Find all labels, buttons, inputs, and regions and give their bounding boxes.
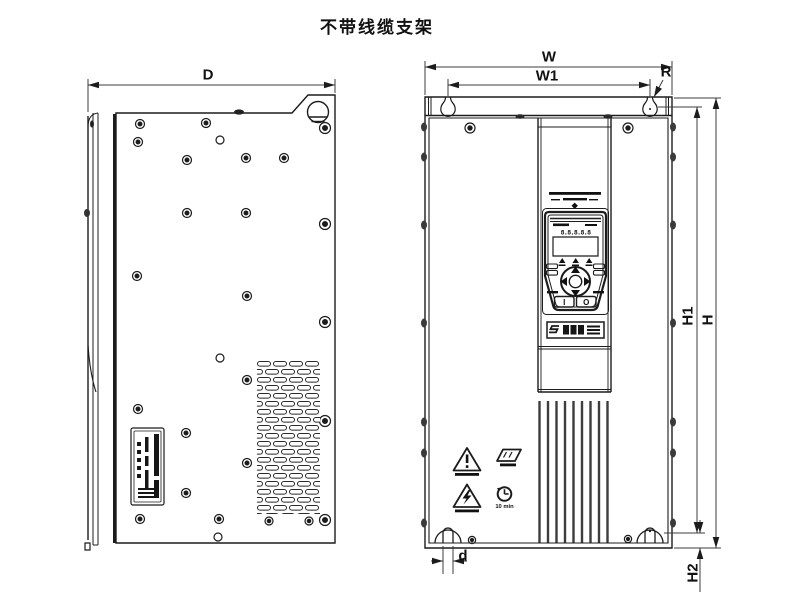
nav-up-icon xyxy=(571,266,580,273)
warning-general-icon xyxy=(454,448,481,476)
dim-D-line xyxy=(88,79,335,112)
side-view xyxy=(84,95,335,550)
bottom-slot-left xyxy=(435,530,461,543)
dim-W1-label: W1 xyxy=(535,67,559,85)
dim-d-line xyxy=(431,546,467,574)
top-edge-tab xyxy=(234,109,244,115)
front-face xyxy=(429,118,668,543)
electric-hazard-icon xyxy=(454,485,481,513)
lcd-screen xyxy=(553,237,598,256)
status-leds xyxy=(558,258,593,266)
nav-down-icon xyxy=(571,290,580,297)
wait-time-label: 10 min xyxy=(495,504,514,510)
edge-bumps xyxy=(421,122,676,528)
stop-button xyxy=(577,297,597,308)
nav-pad xyxy=(547,264,605,297)
keypad-display: 8.8.8.8.8 xyxy=(561,229,592,237)
dim-W1-line xyxy=(448,79,650,96)
side-screws xyxy=(133,119,331,542)
dim-H1-label: H1 xyxy=(679,306,697,326)
dimension-lines xyxy=(88,61,721,592)
front-screws xyxy=(465,123,633,544)
dim-W-line xyxy=(425,61,672,95)
dim-R-label: R xyxy=(660,63,672,81)
page-title: 不带线缆支架 xyxy=(320,18,434,37)
keyhole-slot-right xyxy=(643,98,657,117)
control-panel-cover: 8.8.8.8.8 xyxy=(538,118,611,392)
nav-right-icon xyxy=(584,277,591,286)
dim-W-label: W xyxy=(541,48,557,66)
discharge-wait-clock-icon: 10 min xyxy=(495,487,514,510)
dim-D-label: D xyxy=(202,66,214,84)
top-flange xyxy=(425,97,672,119)
nav-left-icon xyxy=(560,277,567,286)
vent-grille xyxy=(257,360,320,514)
keyhole-slot-left xyxy=(441,98,455,117)
mounting-grommet xyxy=(308,102,329,123)
read-manual-icon xyxy=(497,450,521,467)
plain-holes xyxy=(214,136,224,541)
dim-d-label: d xyxy=(458,547,468,565)
brand-badge xyxy=(547,322,604,338)
dim-H1-line xyxy=(658,107,705,533)
side-front-profile xyxy=(84,113,115,550)
run-button xyxy=(555,297,575,308)
warning-icons: 10 min xyxy=(454,448,522,513)
dim-H-label: H xyxy=(699,314,717,326)
heatsink-fins xyxy=(540,401,608,543)
bottom-slots xyxy=(435,528,663,543)
stop-button-label: O xyxy=(583,298,589,307)
keypad: 8.8.8.8.8 xyxy=(543,209,609,315)
cover-header-text xyxy=(549,192,601,209)
front-view: 8.8.8.8.8 xyxy=(421,97,676,548)
dim-R-leader xyxy=(654,80,663,97)
dim-H2-label: H2 xyxy=(684,563,702,583)
run-button-label: I xyxy=(563,298,565,307)
nameplate xyxy=(131,428,164,505)
